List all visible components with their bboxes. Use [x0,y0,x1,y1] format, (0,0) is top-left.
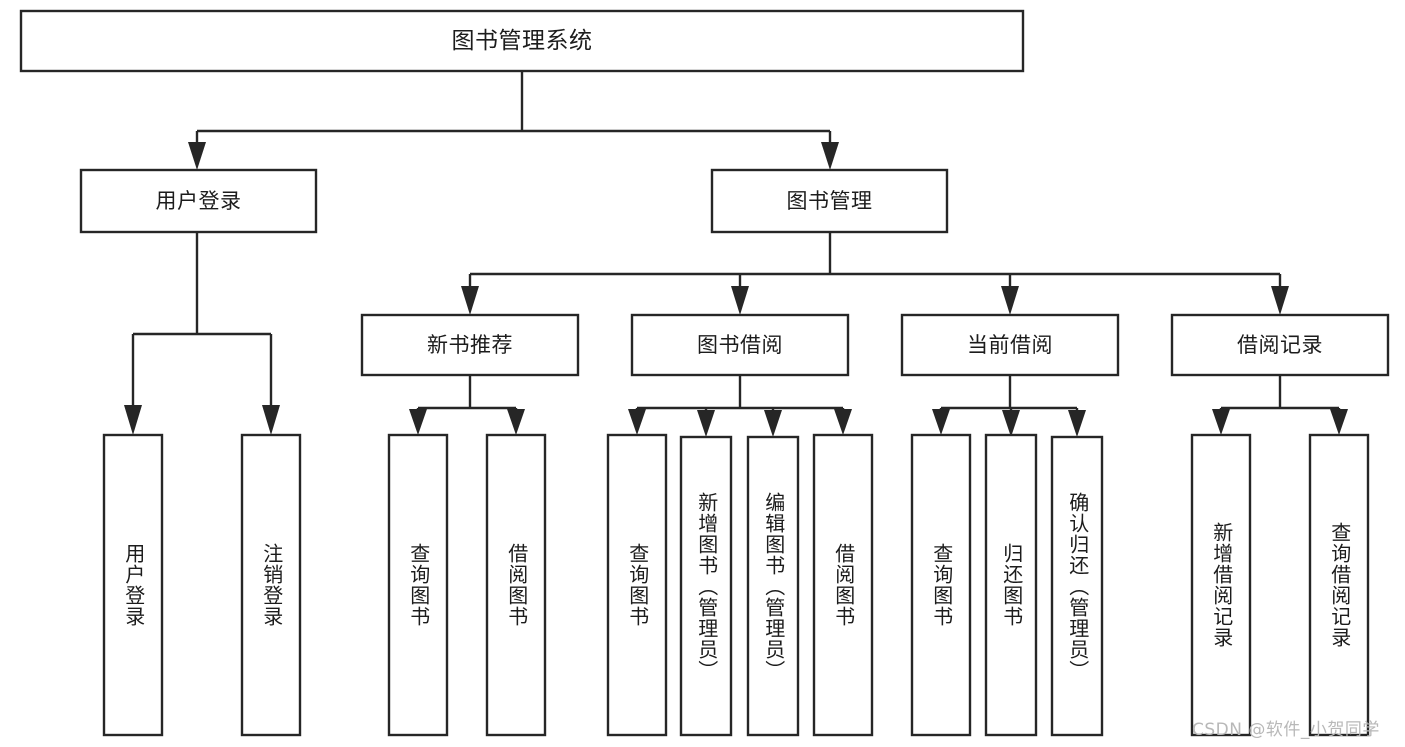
node-box-leaf-borrow-book-1[interactable] [485,433,547,737]
node-box-leaf-query-book-3[interactable] [910,433,972,737]
node-box-current-borrow[interactable] [900,313,1120,377]
arrow-bb-l4 [834,409,852,435]
node-box-leaf-borrow-book-2[interactable] [812,433,874,737]
arrow-bm-to-borrow-record [1271,286,1289,315]
node-box-leaf-add-record[interactable] [1190,433,1252,737]
csdn-watermark: CSDN @软件_小贺同学 [1192,720,1380,740]
connector-group-user-login [124,232,280,435]
arrow-bm-to-current-borrow [1001,286,1019,315]
node-box-book-manage[interactable] [710,168,949,234]
arrow-root-to-book-manage [821,142,839,170]
arrow-bb-l1 [628,409,646,435]
node-box-leaf-query-book-2[interactable] [606,433,668,737]
arrow-br-l2 [1330,409,1348,435]
node-box-book-borrow[interactable] [630,313,850,377]
node-box-leaf-logout[interactable] [240,433,302,737]
node-box-leaf-query-book-1[interactable] [387,433,449,737]
arrow-bb-l3 [764,410,782,437]
connector-group-borrow-record [1212,375,1348,435]
arrow-bm-to-new-book-rec [461,286,479,315]
node-box-leaf-return-book[interactable] [984,433,1038,737]
connector-group-book-manage [461,232,1289,315]
arrow-br-l1 [1212,409,1230,435]
node-box-leaf-add-book[interactable] [679,435,733,737]
node-box-leaf-edit-book[interactable] [746,435,800,737]
connector-group-book-borrow [628,375,852,437]
node-box-user-login[interactable] [79,168,318,234]
connector-group-current-borrow [932,375,1086,437]
arrow-user-login-l2 [262,405,280,435]
arrow-nbr-l2 [507,409,525,435]
node-box-leaf-user-login[interactable] [102,433,164,737]
node-box-leaf-query-record[interactable] [1308,433,1370,737]
arrow-cb-l1 [932,409,950,435]
node-box-borrow-record[interactable] [1170,313,1390,377]
arrow-bb-l2 [697,410,715,437]
node-box-new-book-rec[interactable] [360,313,580,377]
arrow-root-to-user-login [188,142,206,170]
arrow-cb-l3 [1068,410,1086,437]
node-box-leaf-confirm-return[interactable] [1050,435,1104,737]
connector-group-root [188,71,839,170]
node-box-root[interactable] [19,9,1025,73]
arrow-nbr-l1 [409,409,427,435]
arrow-user-login-l1 [124,405,142,435]
arrow-bm-to-book-borrow [731,286,749,315]
arrow-cb-l2 [1002,410,1020,437]
connector-group-new-book-rec [409,375,525,435]
